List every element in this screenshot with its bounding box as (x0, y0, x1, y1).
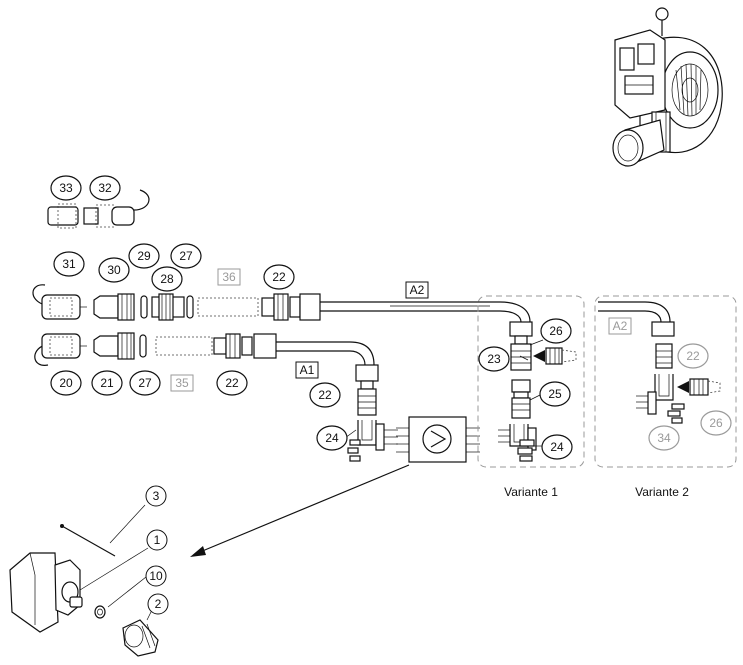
pump-balloon-10: 10 (145, 565, 167, 587)
small-screws-24a (347, 439, 361, 462)
balloon-label: 34 (657, 431, 671, 445)
boxed-label-35: 35 (170, 374, 194, 392)
boxed-label-text: A2 (410, 283, 425, 297)
pump-balloon-label: 10 (149, 569, 163, 583)
variante-1-box: Variante 1 (477, 295, 585, 499)
variante-2-caption: Variante 2 (635, 485, 689, 499)
pump-balloon-label: 3 (153, 489, 160, 503)
balloon-30: 30 (98, 257, 130, 283)
balloon-22: 22 (677, 343, 709, 369)
balloon-label: 30 (107, 263, 121, 277)
balloon-24: 24 (541, 434, 573, 460)
variante-2-box: Variante 2 (594, 295, 737, 499)
balloon-28: 28 (151, 266, 183, 292)
balloon-25: 25 (539, 381, 571, 407)
balloon-label: 33 (59, 181, 73, 195)
pump-balloon-label: 2 (155, 597, 162, 611)
boxed-label-text: 36 (222, 270, 236, 284)
balloon-label: 24 (550, 440, 564, 454)
boxed-label-A2: A2 (405, 281, 429, 299)
balloon-20: 20 (50, 370, 82, 396)
pump-balloon-layer: 3 1 10 2 (145, 485, 169, 615)
boxed-label-text: A2 (613, 319, 628, 333)
balloon-33: 33 (50, 175, 82, 201)
balloon-label: 23 (487, 352, 501, 366)
balloon-27: 27 (170, 243, 202, 269)
pump-balloon-3: 3 (145, 485, 167, 507)
balloon-label: 22 (225, 376, 239, 390)
burner-illustration (612, 7, 723, 167)
row-33-32-parts (47, 189, 150, 229)
balloon-label: 22 (686, 349, 700, 363)
balloon-label: 32 (98, 181, 112, 195)
boxed-label-text: A1 (300, 363, 315, 377)
balloon-26: 26 (700, 410, 732, 436)
oil-pump-illustration (9, 504, 159, 657)
boxed-label-text: 35 (175, 376, 189, 390)
balloon-layer: 33 32 31 30 29 28 27 22 20 21 27 22 22 24 26 23 25 24 22 34… (50, 175, 732, 460)
balloon-22: 22 (263, 264, 295, 290)
balloon-label: 21 (100, 376, 114, 390)
balloon-label: 22 (272, 270, 286, 284)
boxed-label-A1: A1 (295, 361, 319, 379)
balloon-26: 26 (540, 318, 572, 344)
pump-balloon-label: 1 (154, 533, 161, 547)
pump-balloon-2: 2 (147, 593, 169, 615)
pump-balloon-1: 1 (146, 529, 168, 551)
balloon-22: 22 (216, 370, 248, 396)
balloon-label: 20 (59, 376, 73, 390)
balloon-label: 29 (137, 249, 151, 263)
balloon-23: 23 (478, 346, 510, 372)
balloon-22: 22 (309, 382, 341, 408)
balloon-label: 22 (318, 388, 332, 402)
balloon-32: 32 (89, 175, 121, 201)
boxed-label-A2: A2 (608, 317, 632, 335)
balloon-21: 21 (91, 370, 123, 396)
upper-line-assembly (32, 284, 531, 323)
variante-1-caption: Variante 1 (504, 485, 558, 499)
balloon-label: 27 (179, 249, 193, 263)
balloon-label: 24 (325, 431, 339, 445)
balloon-29: 29 (128, 243, 160, 269)
balloon-label: 26 (549, 324, 563, 338)
balloon-label: 26 (709, 416, 723, 430)
balloon-label: 31 (62, 257, 76, 271)
balloon-label: 25 (548, 387, 562, 401)
pump-symbol (396, 416, 480, 463)
balloon-24: 24 (316, 425, 348, 451)
balloon-label: 27 (138, 376, 152, 390)
balloon-27: 27 (129, 370, 161, 396)
balloon-31: 31 (53, 251, 85, 277)
balloon-34: 34 (648, 425, 680, 451)
pump-arrow (190, 464, 410, 557)
balloon-label: 28 (160, 272, 174, 286)
boxed-label-36: 36 (217, 268, 241, 286)
lower-line-assembly (34, 332, 398, 462)
